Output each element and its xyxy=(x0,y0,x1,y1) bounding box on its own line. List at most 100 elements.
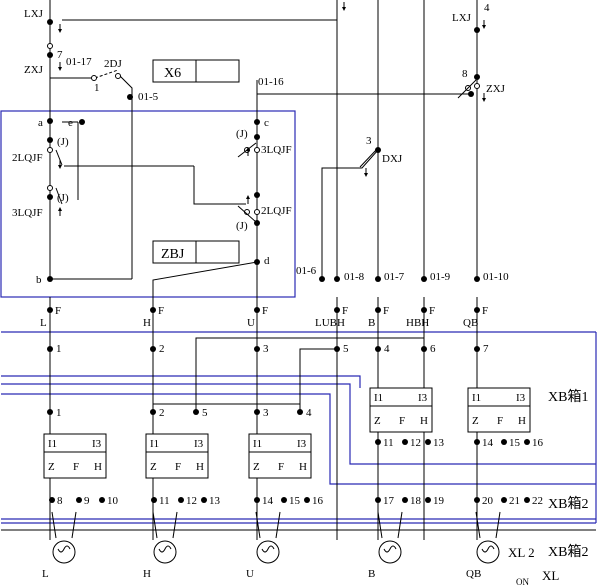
bottom-out-number: 19 xyxy=(433,495,445,507)
arrow-head xyxy=(482,98,486,102)
row1-number: 6 xyxy=(430,343,436,355)
fuse-label: F xyxy=(383,305,389,317)
xb1-unit-a xyxy=(369,387,433,433)
j-1: (J) xyxy=(57,136,69,148)
relay-contact-dot xyxy=(47,276,53,282)
bottom-out-dot xyxy=(304,497,310,503)
bottom-lamp-label: QB xyxy=(466,568,481,580)
fuse-label: F xyxy=(158,305,164,317)
unit-out-number: 11 xyxy=(383,437,394,449)
relay-contact-dot xyxy=(47,118,53,124)
relay-contact-dot xyxy=(375,147,381,153)
relay-contact-dot xyxy=(334,276,340,282)
pin-h: H xyxy=(94,461,102,473)
t017-label: 01-7 xyxy=(384,271,405,283)
pin-i1: I1 xyxy=(374,392,383,404)
lamp-label: H xyxy=(143,317,151,329)
lqjf3-b-label: 3LQJF xyxy=(261,144,292,156)
t018-label: 01-8 xyxy=(344,271,365,283)
unit-out-dot xyxy=(474,439,480,445)
cross-wire xyxy=(195,337,425,412)
relay-contact-dot xyxy=(47,19,53,25)
open-contact xyxy=(47,185,53,191)
row1-number: 1 xyxy=(56,343,62,355)
node-b: b xyxy=(36,274,42,286)
bottom-lamp-label: L xyxy=(42,568,49,580)
lxj-right-label: LXJ xyxy=(452,12,472,24)
t015-label: 01-5 xyxy=(138,91,159,103)
lamp-label: HBH xyxy=(406,317,429,329)
row2-number: 3 xyxy=(263,407,269,419)
row2-number: 5 xyxy=(202,407,208,419)
bottom-out-number: 12 xyxy=(186,495,197,507)
pin-h: H xyxy=(299,461,307,473)
bottom-out-dot xyxy=(99,497,105,503)
arrow-head xyxy=(58,67,62,71)
unit-out-dot xyxy=(375,439,381,445)
fuse-dot xyxy=(375,307,381,313)
t0117-label: 01-17 xyxy=(66,56,92,68)
unit-out-dot xyxy=(501,439,507,445)
lqjf2-a-label: 2LQJF xyxy=(12,152,43,164)
relay-contact-dot xyxy=(47,194,53,200)
lamp-lead xyxy=(377,511,383,539)
xl-label: XL xyxy=(542,568,559,583)
dj2-contact xyxy=(94,69,119,79)
dxj-label: DXJ xyxy=(382,153,403,165)
d-link xyxy=(152,261,258,308)
bottom-out-dot xyxy=(425,497,431,503)
contact-blade xyxy=(359,147,379,168)
row1-number: 4 xyxy=(384,343,390,355)
unit-out-dot xyxy=(402,439,408,445)
node-1-label: 1 xyxy=(94,82,100,94)
pin-h: H xyxy=(196,461,204,473)
blue-rail-1 xyxy=(1,375,361,388)
lamp-filament xyxy=(57,545,71,553)
pin-f: F xyxy=(175,461,181,473)
row2-dot xyxy=(254,409,260,415)
contact-blade xyxy=(237,142,257,158)
lamp-lead xyxy=(152,511,158,539)
open-contact xyxy=(47,43,53,49)
pin-f: F xyxy=(73,461,79,473)
cross-wire xyxy=(299,348,337,412)
relay-contact-dot xyxy=(127,94,133,100)
fuse-dot xyxy=(254,307,260,313)
arrow-head xyxy=(246,195,250,199)
lamp-lead xyxy=(397,511,403,539)
row1-dot xyxy=(47,346,53,352)
pin-i3: I3 xyxy=(297,438,307,450)
relay-contact-dot xyxy=(474,27,480,33)
unit-out-dot xyxy=(425,439,431,445)
bottom-out-number: 10 xyxy=(107,495,119,507)
t0110-label: 01-10 xyxy=(483,271,509,283)
relay-contact-dot xyxy=(474,74,480,80)
fuse-dot xyxy=(474,307,480,313)
bottom-out-number: 11 xyxy=(159,495,170,507)
pin-f: F xyxy=(278,461,284,473)
lamp-filament xyxy=(261,545,275,553)
contact-blade xyxy=(237,205,257,223)
relay-contact-dot xyxy=(468,91,474,97)
row2-number: 4 xyxy=(306,407,312,419)
bottom-out-number: 18 xyxy=(410,495,422,507)
relay-contact-dot xyxy=(319,276,325,282)
cross-link-b xyxy=(193,166,246,205)
open-contact xyxy=(474,83,480,89)
open-contact xyxy=(115,73,121,79)
t019-label: 01-9 xyxy=(430,271,451,283)
xb1-unit-b xyxy=(467,387,531,433)
lamp xyxy=(476,540,500,564)
lamp xyxy=(52,540,76,564)
dj2-label: 2DJ xyxy=(104,58,122,70)
unit-out-dot xyxy=(524,439,530,445)
pin-z: Z xyxy=(150,461,157,473)
row1-number: 3 xyxy=(263,343,269,355)
relay-contact-dot xyxy=(254,119,260,125)
bottom-out-number: 8 xyxy=(57,495,63,507)
relay-frame xyxy=(0,110,296,298)
lxj-left-label: LXJ xyxy=(24,8,44,20)
lamp xyxy=(153,540,177,564)
blue-rail-3 xyxy=(1,393,596,485)
